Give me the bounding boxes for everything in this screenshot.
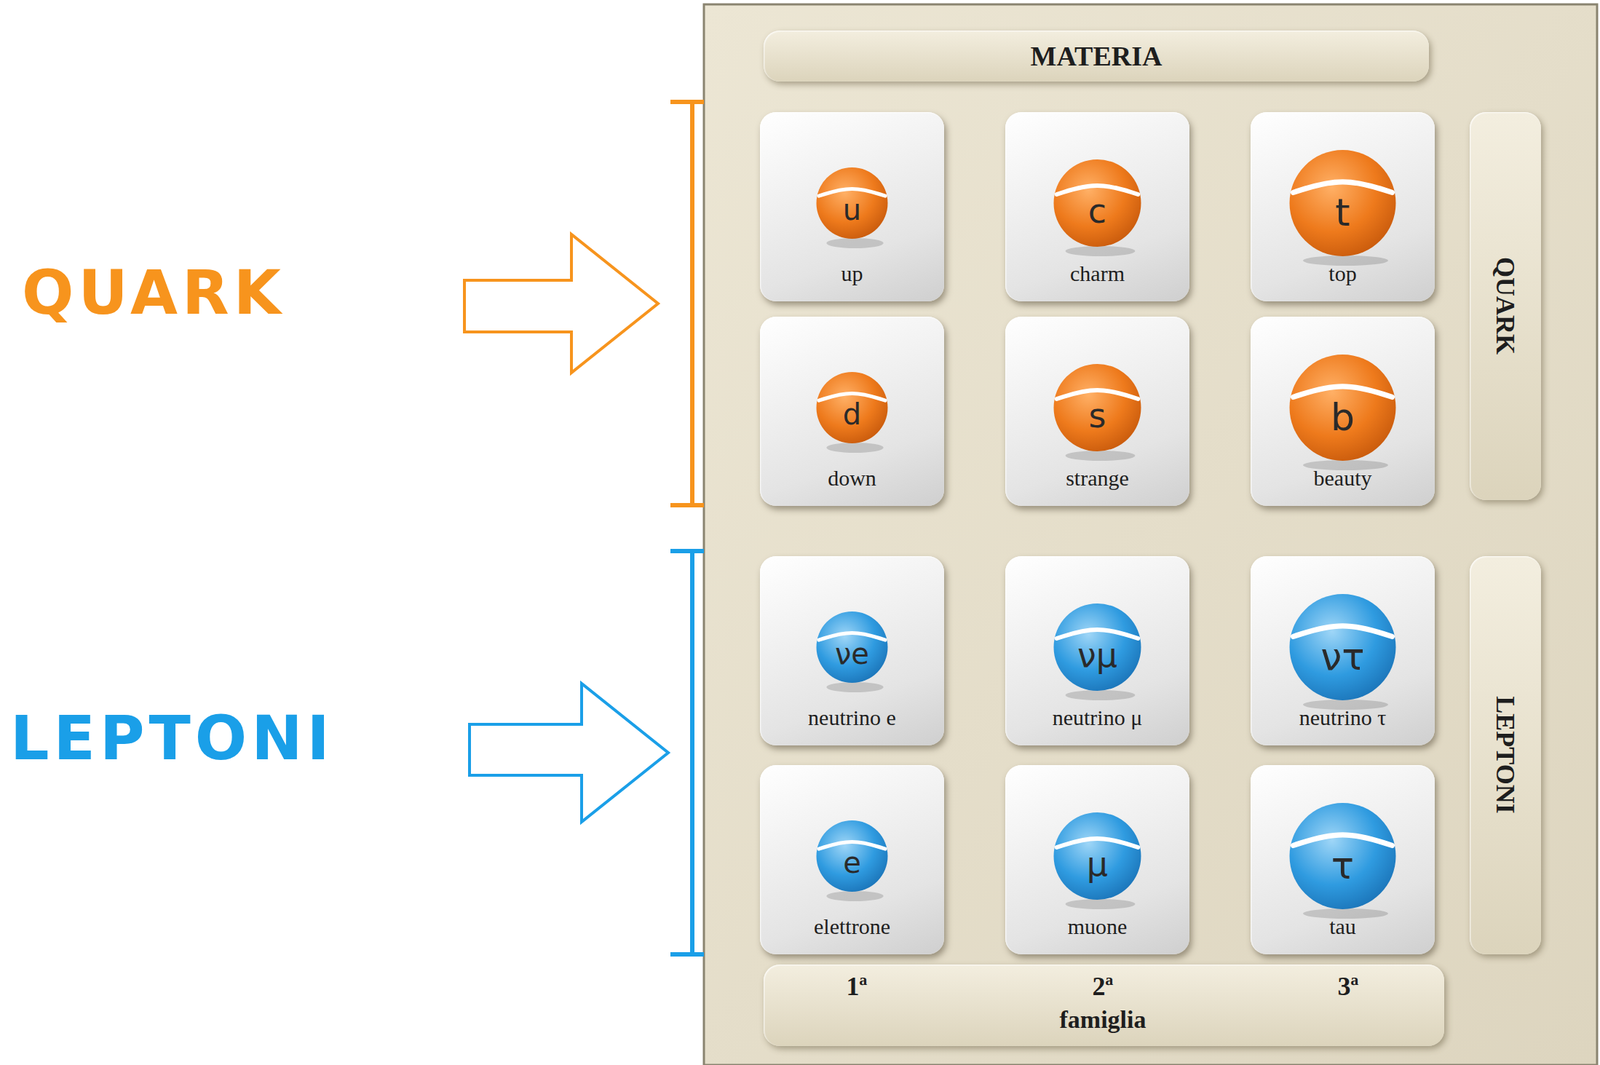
band-label: 1ª — [846, 971, 868, 1002]
particle-cell: νe neutrino e — [759, 556, 945, 746]
quark-heading: QUARK — [21, 262, 286, 324]
particle-cell: ντ neutrino τ — [1250, 556, 1435, 746]
band-label: 3ª — [1337, 971, 1360, 1002]
particle-name: tau — [1329, 914, 1357, 940]
particle-cell: τ tau — [1250, 765, 1435, 955]
particle-name: neutrino τ — [1299, 705, 1387, 731]
leptoni-heading: LEPTONI — [10, 707, 335, 769]
band-label: QUARK — [1490, 256, 1521, 355]
label-band: MATERIA — [763, 30, 1429, 82]
particle-cell: b beauty — [1250, 316, 1435, 506]
label-band: LEPTONI — [1469, 556, 1542, 955]
particle-symbol: νe — [834, 636, 870, 671]
particle-name: strange — [1065, 465, 1130, 491]
particle-symbol: e — [842, 845, 862, 880]
leptoni-bracket — [670, 551, 704, 955]
particle-symbol: c — [1088, 191, 1107, 231]
quark-bracket — [670, 101, 704, 506]
label-band: QUARK — [1469, 112, 1542, 501]
particle-cell: μ muone — [1005, 765, 1190, 955]
particle-cell: e elettrone — [759, 765, 945, 955]
band-label: MATERIA — [1030, 40, 1163, 73]
particle-name: down — [827, 465, 877, 491]
particle-symbol: μ — [1086, 844, 1108, 884]
particle-name: top — [1328, 261, 1357, 287]
particle-cell: d down — [759, 316, 945, 506]
particle-cell: u up — [759, 112, 945, 302]
particle-symbol: b — [1330, 395, 1355, 439]
materia-panel — [703, 4, 1598, 1065]
particle-symbol: t — [1335, 190, 1350, 235]
label-band: 1ª 2ª 3ª famiglia — [763, 964, 1445, 1047]
particle-cell: t top — [1250, 112, 1435, 302]
particle-symbol: s — [1088, 395, 1107, 436]
leptoni-arrow — [469, 683, 669, 822]
band-label: 2ª — [1092, 971, 1114, 1002]
particle-symbol: u — [842, 192, 862, 227]
particle-symbol: ντ — [1320, 634, 1365, 679]
particle-symbol: τ — [1331, 843, 1354, 888]
particle-name: beauty — [1313, 465, 1373, 491]
band-label: famiglia — [1059, 1006, 1147, 1034]
particle-name: up — [841, 261, 864, 287]
particle-name: neutrino e — [808, 705, 897, 731]
particle-symbol: d — [842, 397, 862, 431]
particle-cell: νμ neutrino μ — [1005, 556, 1190, 746]
particle-cell: c charm — [1005, 112, 1190, 302]
band-label: LEPTONI — [1490, 695, 1521, 814]
particle-name: charm — [1070, 261, 1125, 287]
quark-arrow — [464, 234, 659, 373]
particle-name: neutrino μ — [1052, 705, 1143, 731]
particle-symbol: νμ — [1077, 635, 1118, 675]
particle-name: muone — [1067, 914, 1128, 940]
particle-cell: s strange — [1005, 316, 1190, 506]
particle-name: elettrone — [813, 914, 891, 940]
